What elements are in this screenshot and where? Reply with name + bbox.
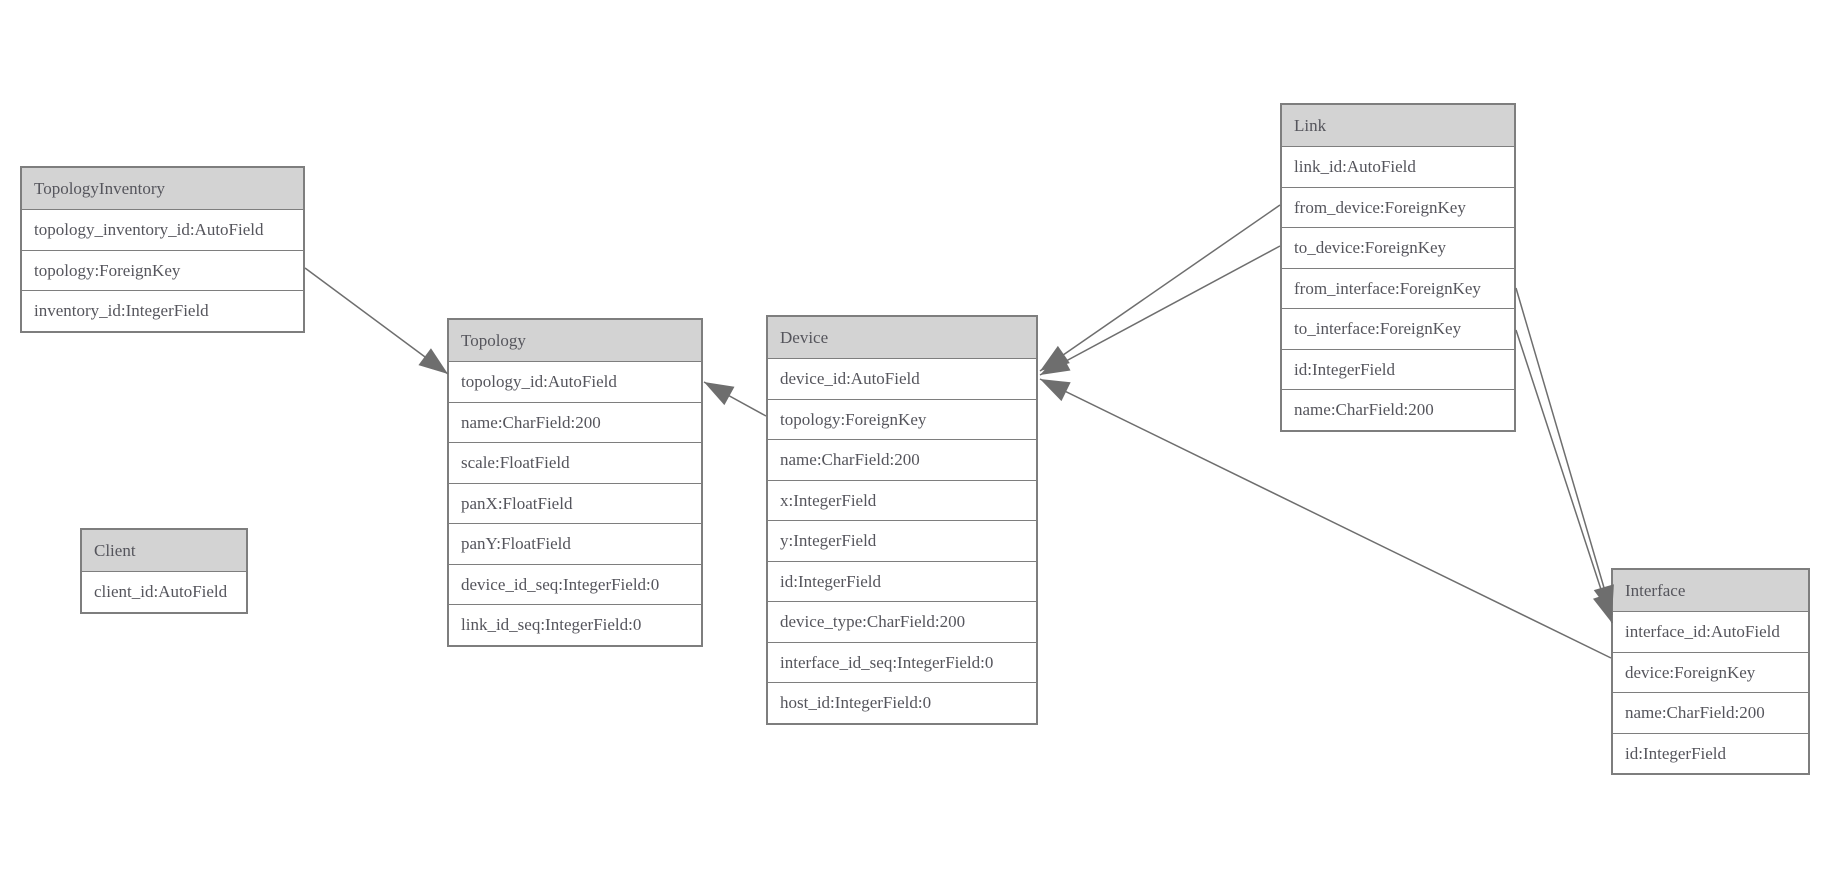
entity-field-row: device_id_seq:IntegerField:0 (449, 563, 701, 604)
entity-field-row: id:IntegerField (1613, 732, 1808, 773)
entity-field-row: name:CharField:200 (768, 439, 1036, 480)
relationship-line-device-to-topology (703, 381, 767, 417)
entity-field-row: from_device:ForeignKey (1282, 186, 1514, 227)
entity-field-row: topology:ForeignKey (22, 249, 303, 290)
entity-field-row: inventory_id:IntegerField (22, 290, 303, 331)
foreignkey-arrowhead-icon (418, 348, 448, 374)
entity-field-row: host_id:IntegerField:0 (768, 682, 1036, 723)
entity-field-row: to_device:ForeignKey (1282, 227, 1514, 268)
entity-field-row: name:CharField:200 (1282, 389, 1514, 430)
relationship-line-topologyinventory-to-topology (304, 267, 449, 375)
entity-field-row: to_interface:ForeignKey (1282, 308, 1514, 349)
entity-field-row: topology_id:AutoField (449, 361, 701, 402)
entity-header-interface: Interface (1613, 570, 1808, 611)
entity-field-row: id:IntegerField (1282, 348, 1514, 389)
entity-field-row: interface_id:AutoField (1613, 611, 1808, 652)
entity-field-row: y:IntegerField (768, 520, 1036, 561)
relationship-line-link-to-interface (1515, 287, 1613, 616)
entity-field-row: device:ForeignKey (1613, 651, 1808, 692)
entity-field-row: link_id:AutoField (1282, 146, 1514, 187)
entity-field-row: client_id:AutoField (82, 571, 246, 612)
entity-field-row: id:IntegerField (768, 560, 1036, 601)
entity-header-device: Device (768, 317, 1036, 358)
entity-header-topology: Topology (449, 320, 701, 361)
relationship-line-link-to-device (1039, 245, 1281, 376)
entity-field-row: scale:FloatField (449, 442, 701, 483)
foreignkey-arrowhead-icon (1040, 379, 1071, 402)
relationship-line-link-to-interface (1515, 329, 1613, 624)
foreignkey-arrowhead-icon (704, 382, 735, 406)
entity-header-topologyinventory: TopologyInventory (22, 168, 303, 209)
foreignkey-arrowhead-icon (1040, 345, 1070, 371)
entity-field-row: link_id_seq:IntegerField:0 (449, 604, 701, 645)
entity-field-row: name:CharField:200 (449, 401, 701, 442)
entity-field-row: device_type:CharField:200 (768, 601, 1036, 642)
relationship-line-link-to-device (1039, 204, 1281, 372)
entity-field-row: interface_id_seq:IntegerField:0 (768, 641, 1036, 682)
entity-field-row: panY:FloatField (449, 523, 701, 564)
entity-field-row: name:CharField:200 (1613, 692, 1808, 733)
foreignkey-arrowhead-icon (1040, 352, 1071, 375)
foreignkey-arrowhead-icon (1592, 592, 1613, 623)
entity-field-row: topology:ForeignKey (768, 398, 1036, 439)
entity-header-client: Client (82, 530, 246, 571)
entity-field-row: topology_inventory_id:AutoField (22, 209, 303, 250)
entity-field-row: x:IntegerField (768, 479, 1036, 520)
entity-field-row: device_id:AutoField (768, 358, 1036, 399)
entity-header-link: Link (1282, 105, 1514, 146)
entity-field-row: panX:FloatField (449, 482, 701, 523)
entity-field-row: from_interface:ForeignKey (1282, 267, 1514, 308)
